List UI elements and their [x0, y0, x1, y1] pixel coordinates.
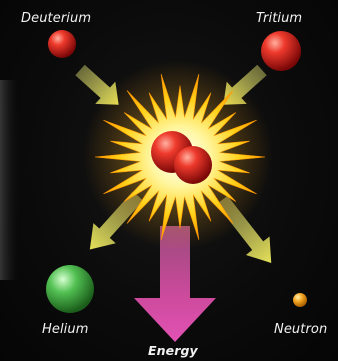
neutron-label: Neutron	[274, 322, 327, 337]
deuterium-label: Deuterium	[21, 11, 91, 26]
neutron-particle	[293, 293, 307, 307]
helium-particle	[46, 265, 94, 313]
energy-label: Energy	[148, 343, 198, 358]
tritium-label: Tritium	[256, 11, 302, 26]
left-edge-shade	[0, 80, 22, 280]
helium-label: Helium	[42, 322, 89, 337]
tritium-particle	[261, 31, 301, 71]
deuterium-particle	[48, 30, 76, 58]
